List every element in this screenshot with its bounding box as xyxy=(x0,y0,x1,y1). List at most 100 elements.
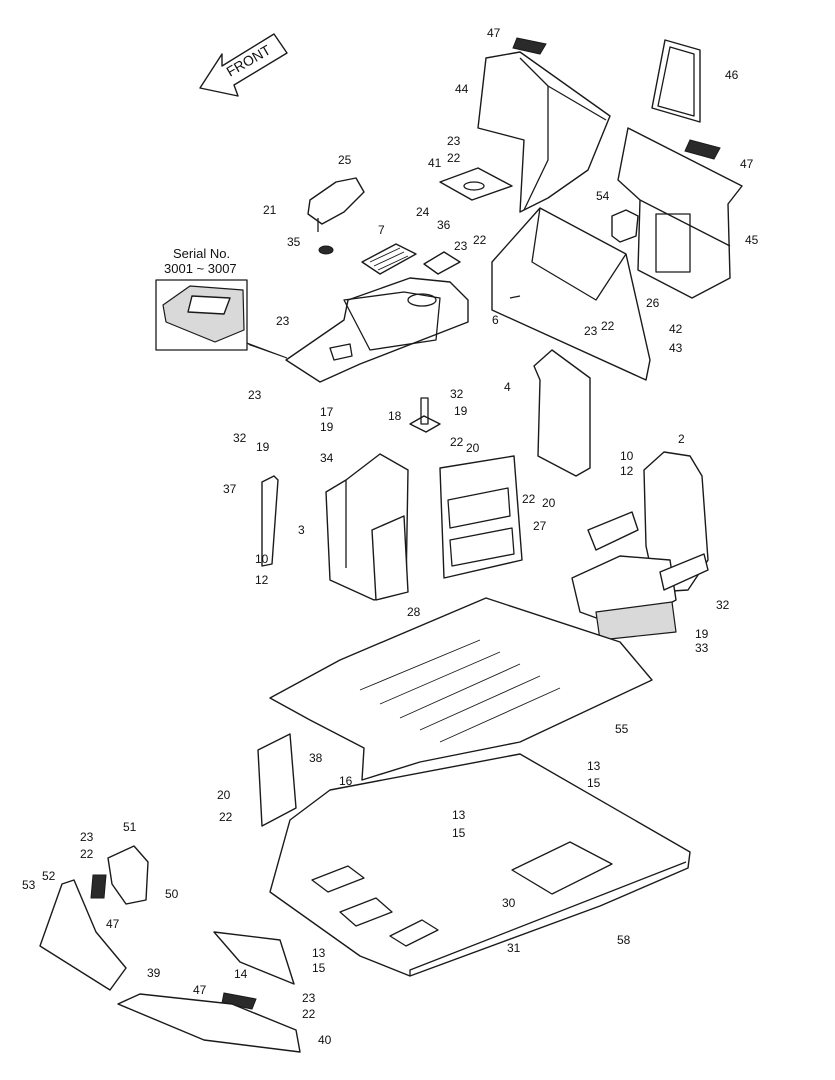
callout-number: 44 xyxy=(455,82,469,96)
callout-number: 23 xyxy=(276,314,290,328)
callout-number: 22 xyxy=(447,151,461,165)
callout-number: 47 xyxy=(193,983,207,997)
callout-number: 22 xyxy=(473,233,487,247)
callout-number: 10 xyxy=(255,552,269,566)
callout-number: 47 xyxy=(740,157,754,171)
callout-number: 3 xyxy=(298,523,305,537)
bracket-37 xyxy=(261,475,279,567)
callout-number: 23 xyxy=(302,991,316,1005)
callout-number: 45 xyxy=(745,233,759,247)
callout-number: 52 xyxy=(42,869,56,883)
callout-number: 27 xyxy=(533,519,547,533)
callout-number: 40 xyxy=(318,1033,332,1047)
frame-26 xyxy=(491,207,651,381)
callout-number: 23 xyxy=(454,239,468,253)
callout-number: 32 xyxy=(716,598,730,612)
callout-number: 19 xyxy=(256,440,270,454)
plate-28 xyxy=(371,515,409,601)
callout-number: 23 xyxy=(248,388,262,402)
serial-line2: 3001 ~ 3007 xyxy=(164,261,237,276)
callout-number: 47 xyxy=(487,26,501,40)
seat-2 xyxy=(571,451,709,641)
callout-number: 18 xyxy=(388,409,402,423)
serial-inset: Serial No. 3001 ~ 3007 xyxy=(155,246,288,359)
callout-number: 13 xyxy=(452,808,466,822)
callout-number: 23 xyxy=(80,830,94,844)
callout-number: 47 xyxy=(106,917,120,931)
callout-number: 35 xyxy=(287,235,301,249)
panel-46 xyxy=(651,39,701,123)
callout-number: 12 xyxy=(620,464,634,478)
callout-number: 13 xyxy=(312,946,326,960)
callout-number: 20 xyxy=(217,788,231,802)
callout-number: 33 xyxy=(695,641,709,655)
callout-number: 37 xyxy=(223,482,237,496)
bracket-4 xyxy=(533,349,591,477)
callout-number: 7 xyxy=(378,223,385,237)
callout-number: 51 xyxy=(123,820,137,834)
callout-number: 4 xyxy=(504,380,511,394)
bracket-38 xyxy=(257,733,297,827)
callout-number: 13 xyxy=(587,759,601,773)
callout-number: 17 xyxy=(320,405,334,419)
box-54 xyxy=(611,209,639,243)
callout-number: 41 xyxy=(428,156,442,170)
callout-number: 28 xyxy=(407,605,421,619)
panel-27 xyxy=(439,455,523,579)
callout-number: 25 xyxy=(338,153,352,167)
floor-mat-55 xyxy=(269,597,653,781)
callout-number: 20 xyxy=(542,496,556,510)
grille-47 xyxy=(90,37,721,1010)
callout-number: 22 xyxy=(302,1007,316,1021)
callout-number: 22 xyxy=(601,319,615,333)
callout-number: 24 xyxy=(416,205,430,219)
front-arrow: FRONT xyxy=(199,33,288,97)
callout-number: 19 xyxy=(695,627,709,641)
callout-number: 14 xyxy=(234,967,248,981)
callout-number: 15 xyxy=(452,826,466,840)
callout-number: 20 xyxy=(466,441,480,455)
callout-number: 46 xyxy=(725,68,739,82)
console-6 xyxy=(285,277,469,383)
callout-number: 26 xyxy=(646,296,660,310)
callout-number: 10 xyxy=(620,449,634,463)
pedestal-18 xyxy=(409,397,441,433)
plate-14 xyxy=(213,931,295,985)
callout-number: 21 xyxy=(263,203,277,217)
cover-50 xyxy=(107,845,149,905)
side-panel-39 xyxy=(39,879,127,991)
callout-number: 19 xyxy=(320,420,334,434)
callout-number: 6 xyxy=(492,313,499,327)
callout-number: 19 xyxy=(454,404,468,418)
callout-number: 30 xyxy=(502,896,516,910)
keypad-7 xyxy=(361,243,417,275)
callout-number: 12 xyxy=(255,573,269,587)
callout-number: 22 xyxy=(80,847,94,861)
callout-number: 34 xyxy=(320,451,334,465)
rear-cover-44 xyxy=(477,51,611,213)
callout-number: 58 xyxy=(617,933,631,947)
callout-number: 15 xyxy=(587,776,601,790)
callout-number: 22 xyxy=(522,492,536,506)
callout-number: 15 xyxy=(312,961,326,975)
plate-41 xyxy=(439,167,513,201)
callout-number: 23 xyxy=(584,324,598,338)
callout-number: 32 xyxy=(233,431,247,445)
callout-number: 32 xyxy=(450,387,464,401)
callout-number: 23 xyxy=(447,134,461,148)
knob-35 xyxy=(318,245,334,255)
callout-number: 43 xyxy=(669,341,683,355)
serial-line1: Serial No. xyxy=(173,246,230,261)
floor-plate-58 xyxy=(269,753,691,977)
callout-number: 31 xyxy=(507,941,521,955)
callout-number: 22 xyxy=(219,810,233,824)
callout-number: 55 xyxy=(615,722,629,736)
callout-number: 50 xyxy=(165,887,179,901)
callout-number: 42 xyxy=(669,322,683,336)
callout-number: 38 xyxy=(309,751,323,765)
callout-number: 53 xyxy=(22,878,36,892)
callout-number: 36 xyxy=(437,218,451,232)
side-panel-40 xyxy=(117,993,301,1053)
callout-number: 2 xyxy=(678,432,685,446)
